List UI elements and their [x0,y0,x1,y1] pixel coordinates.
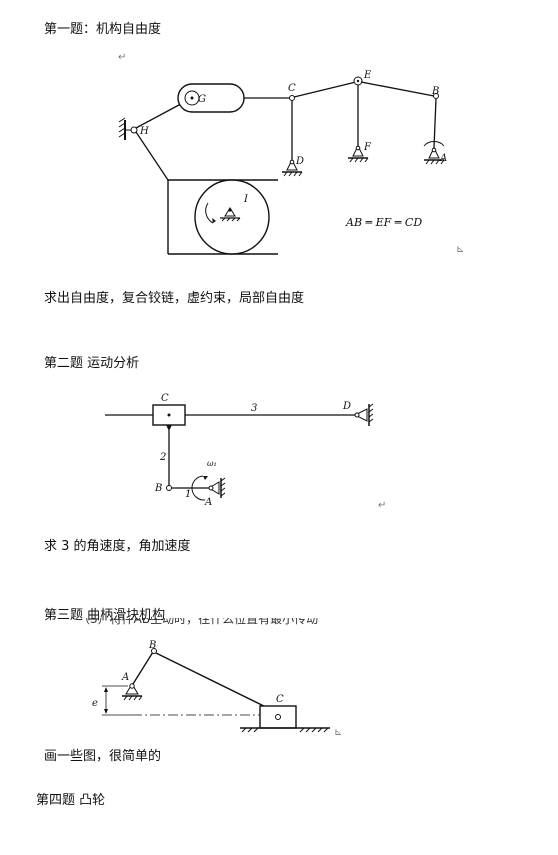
cropped-line: （3）将件AB主动时，往什么位置有最小传动 [78,618,319,626]
cursor-mark-2: ⊾ [334,727,343,738]
ground-a2 [191,475,226,501]
label-a3: A [121,672,129,683]
pulley-g [177,83,245,113]
label-c3: C [276,694,284,705]
question-1-prompt: 求出自由度，复合铰链，虚约束，局部自由度 [44,291,305,306]
label-b: B [431,86,439,97]
label-b2: B [154,483,162,494]
return-mark: ↵ [118,52,127,63]
slider-crank-diagram: A B C e [92,640,330,733]
label-g: G [198,94,206,105]
label-e: E [363,70,372,81]
question-2-title: 第二题 运动分析 [44,356,140,371]
question-2-prompt: 求 3 的角速度，角加速度 [44,539,191,554]
label-h: H [139,126,149,137]
label-a: A [439,153,447,164]
cursor-mark: ⊾ [456,244,465,255]
return-mark-2: ↵ [378,500,387,511]
mechanism-diagram-2: C D 3 2 B 1 ω₁ A [105,393,374,508]
question-1-title: 第一题：机构自由度 [44,22,162,37]
label-f: F [363,142,372,153]
ground-d [282,158,303,177]
label-2: 2 [159,452,166,463]
label-e: e [92,698,98,709]
label-1: 1 [185,489,191,500]
ground-a3 [122,683,143,701]
ground-h [118,117,138,140]
label-c2: C [161,393,169,404]
question-3-prompt: 画一些图，很简单的 [44,749,162,764]
question-3-title: 第三题 曲柄滑块机构 [44,608,166,623]
ground-f [348,144,369,163]
label-3: 3 [251,403,257,414]
label-d2: D [342,401,351,412]
ground-a [423,141,445,165]
ground-d2 [353,403,374,426]
label-d: D [295,156,304,167]
equal-parallel-relation: AB ═ EF ═ CD [345,216,422,229]
disc-i [194,179,270,255]
label-i: I [243,194,249,205]
label-a2: A [204,497,212,508]
label-omega1: ω₁ [207,459,217,468]
label-b3: B [148,640,156,651]
mechanism-diagram-1: G C E B H D F A I AB ═ EF ═ CD [118,70,447,255]
pivot-i [205,202,241,224]
label-c: C [288,83,296,94]
question-4-title: 第四题 凸轮 [36,793,106,808]
